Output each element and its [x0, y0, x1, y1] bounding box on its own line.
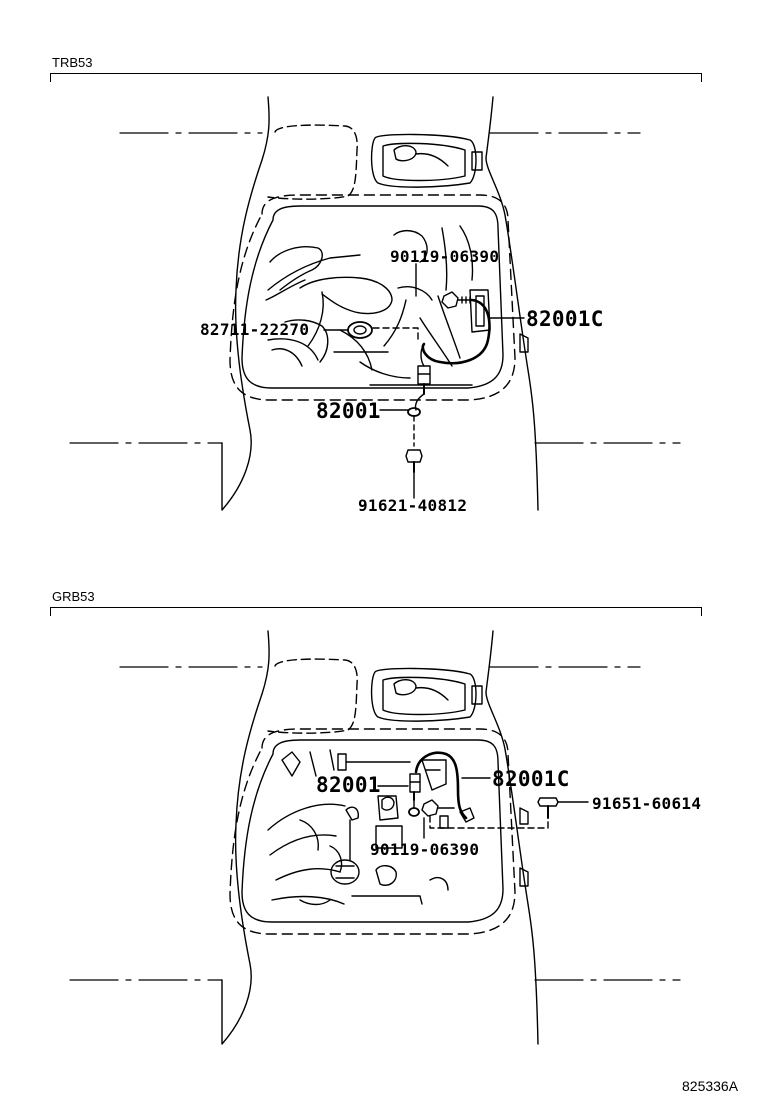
frame-tick — [701, 607, 702, 616]
part-number-label: 82001C — [492, 767, 570, 791]
frame-rule — [50, 607, 702, 608]
frame-tick — [50, 73, 51, 82]
part-number-label: 82001 — [316, 773, 381, 797]
part-number-label: 90119-06390 — [390, 247, 500, 266]
part-number-label: 82001 — [316, 399, 381, 423]
trb53-engine-bay-drawing — [69, 96, 681, 511]
frame-rule — [50, 73, 702, 74]
part-number-label: 91621-40812 — [358, 496, 468, 515]
catalog-code: 825336A — [682, 1078, 739, 1094]
grb53-engine-bay-drawing — [69, 630, 681, 1045]
frame-tick — [701, 73, 702, 82]
part-number-label: 82711-22270 — [200, 320, 310, 339]
section-model-label: TRB53 — [52, 55, 93, 70]
part-number-label: 91651-60614 — [592, 794, 702, 813]
frame-tick — [50, 607, 51, 616]
section-model-label: GRB53 — [52, 589, 95, 604]
part-number-label: 82001C — [526, 307, 604, 331]
part-number-label: 90119-06390 — [370, 840, 480, 859]
